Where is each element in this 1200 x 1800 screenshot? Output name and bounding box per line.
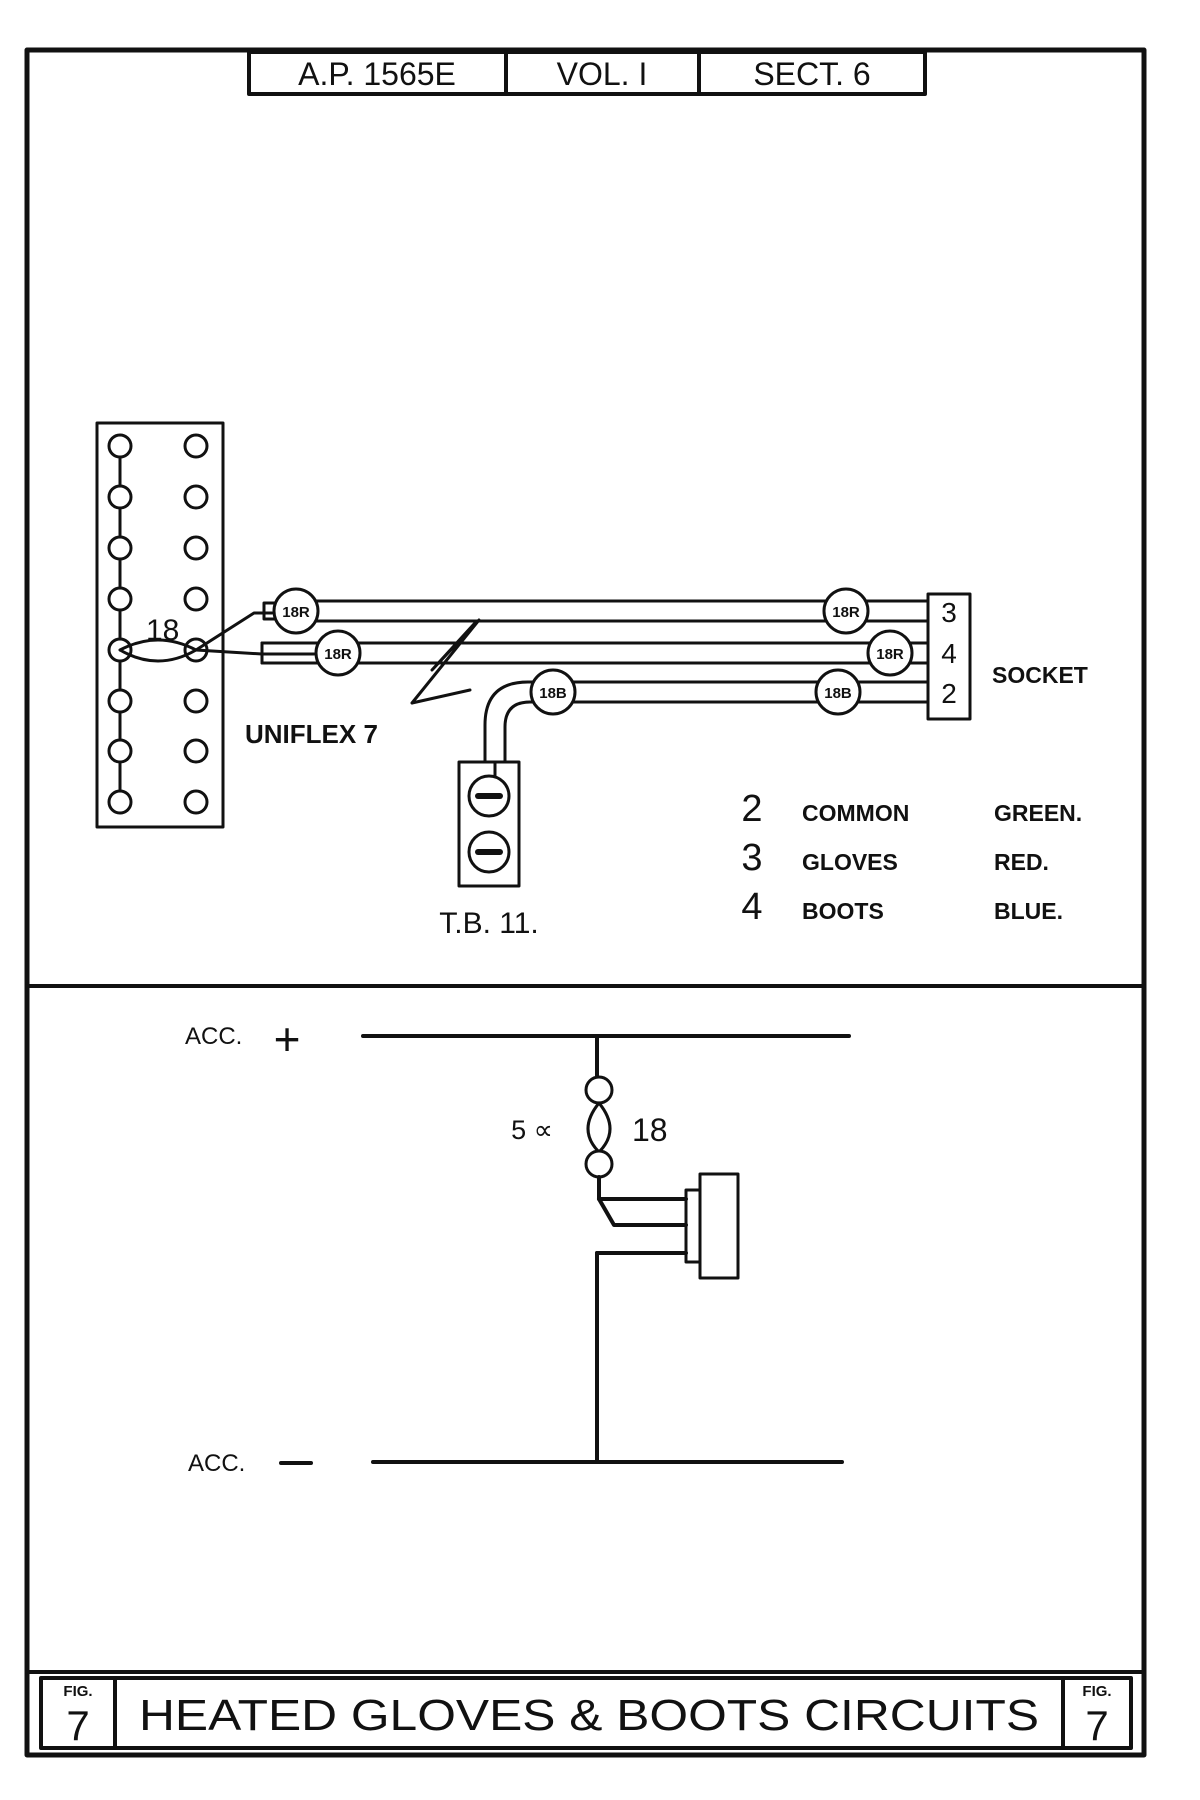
- terminal: [183, 586, 209, 612]
- cable-tags: 18R 18R 18R 18R 18B 18B: [272, 587, 914, 716]
- footer: FIG. 7 HEATED GLOVES & BOOTS CIRCUITS FI…: [25, 1670, 1146, 1750]
- socket-label: SOCKET: [992, 662, 1088, 688]
- fuse-ref: 18: [632, 1112, 668, 1148]
- svg-text:18R: 18R: [832, 604, 860, 621]
- cable-label: UNIFLEX 7: [245, 719, 378, 749]
- fig-label-right: FIG.: [1082, 1683, 1111, 1700]
- terminal-column-left: [107, 433, 133, 815]
- svg-text:GREEN.: GREEN.: [994, 800, 1082, 826]
- fig-label-left: FIG.: [63, 1683, 92, 1700]
- svg-text:18R: 18R: [282, 604, 310, 621]
- terminal: [107, 789, 133, 815]
- terminal: [107, 433, 133, 459]
- legend-row: 2 COMMON GREEN.: [741, 788, 1082, 830]
- terminal: [183, 789, 209, 815]
- negative-bus-label: ACC.: [188, 1450, 245, 1477]
- positive-sign: +: [274, 1013, 301, 1065]
- svg-text:18B: 18B: [539, 685, 567, 702]
- svg-text:18R: 18R: [876, 646, 904, 663]
- terminal: [107, 688, 133, 714]
- fuse-symbol: [584, 1075, 614, 1179]
- svg-text:3: 3: [741, 837, 762, 879]
- wiring-diagram: 18 18R: [95, 421, 1088, 940]
- schematic-diagram: ACC. + 5 ∝ 18 ACC.: [185, 1013, 851, 1477]
- terminal: [107, 535, 133, 561]
- svg-text:18R: 18R: [324, 646, 352, 663]
- positive-bus-label: ACC.: [185, 1023, 242, 1050]
- cable-tag: 18R: [272, 587, 320, 635]
- junction-box: [457, 760, 521, 888]
- svg-text:BOOTS: BOOTS: [802, 898, 884, 924]
- socket-pin: 4: [941, 638, 957, 669]
- junction-label: T.B. 11.: [439, 907, 539, 940]
- svg-text:GLOVES: GLOVES: [802, 849, 898, 875]
- svg-text:18B: 18B: [824, 685, 852, 702]
- terminal: [107, 738, 133, 764]
- terminal-block-label: 18: [146, 614, 179, 647]
- fig-number-right: 7: [1085, 1702, 1108, 1749]
- legend-row: 4 BOOTS BLUE.: [741, 886, 1063, 928]
- figure-title: HEATED GLOVES & BOOTS CIRCUITS: [139, 1691, 1039, 1740]
- terminal: [183, 535, 209, 561]
- legend-row: 3 GLOVES RED.: [741, 837, 1049, 879]
- svg-text:COMMON: COMMON: [802, 800, 909, 826]
- cable-tag: 18B: [814, 668, 862, 716]
- svg-text:4: 4: [741, 886, 762, 928]
- uniflex-leader: [410, 618, 481, 705]
- fuse-rating: 5 ∝: [511, 1115, 553, 1145]
- terminal: [183, 688, 209, 714]
- terminal-column-right: [183, 433, 209, 815]
- cable-tag: 18B: [529, 668, 577, 716]
- cable-boots: [260, 641, 930, 665]
- svg-text:BLUE.: BLUE.: [994, 898, 1063, 924]
- cable-tag: 18R: [822, 587, 870, 635]
- fig-number-left: 7: [66, 1702, 89, 1749]
- header-box: A.P. 1565E VOL. I SECT. 6: [247, 50, 927, 96]
- terminal: [107, 586, 133, 612]
- socket-pin: 2: [941, 678, 957, 709]
- fuse-link-symbol: [118, 638, 198, 663]
- terminal: [183, 433, 209, 459]
- terminal: [107, 484, 133, 510]
- volume-label: VOL. I: [557, 56, 648, 92]
- socket-connector: [595, 1172, 740, 1280]
- terminal: [183, 484, 209, 510]
- cable-tag: 18R: [866, 629, 914, 677]
- colour-legend: 2 COMMON GREEN. 3 GLOVES RED. 4 BOOTS BL…: [741, 788, 1082, 928]
- section-label: SECT. 6: [753, 56, 870, 92]
- socket: 3 4 2: [926, 592, 972, 721]
- terminal: [183, 738, 209, 764]
- cable-tag: 18R: [314, 629, 362, 677]
- socket-pin: 3: [941, 597, 957, 628]
- outer-frame: [24, 47, 1147, 1758]
- svg-text:RED.: RED.: [994, 849, 1049, 875]
- svg-text:2: 2: [741, 788, 762, 830]
- ap-number: A.P. 1565E: [298, 56, 456, 92]
